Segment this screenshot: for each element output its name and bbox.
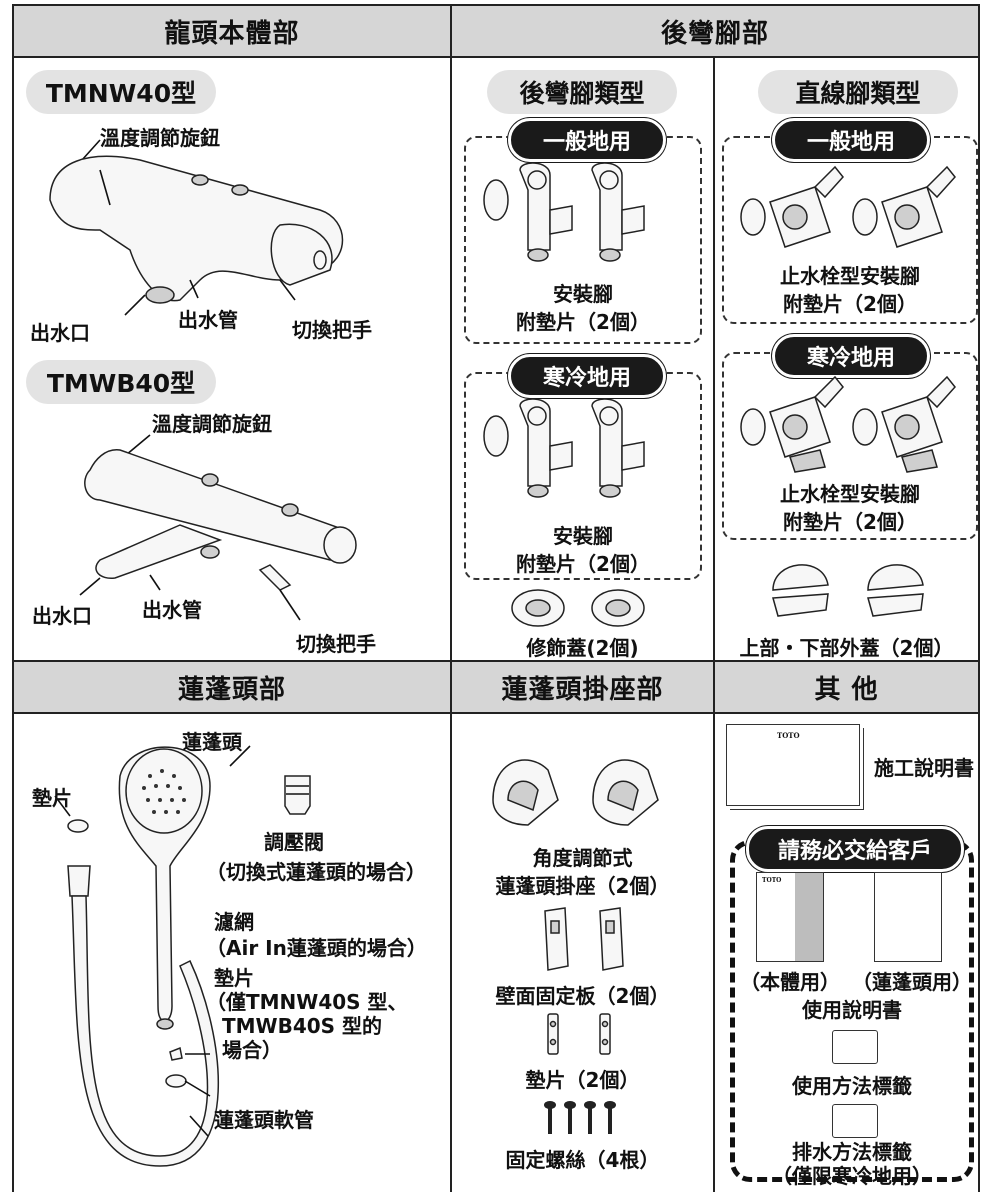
install-manual-label: 施工說明書 [874,756,974,780]
usage-label-icon [832,1030,878,1064]
faucet-tmwb40-illustration [79,434,357,621]
install-manual-icon: TOTO [726,724,860,806]
spacer-label: 墊片（2個） [525,1068,640,1092]
wall-plate-illustration [544,907,624,971]
straight-cold-leg-label: 止水栓型安裝腳 [780,482,920,506]
spout-label-1: 出水管 [178,308,238,332]
straight-cold-gasket-label: 附墊片（2個） [783,510,917,534]
pressure-valve-label: 調壓閥 [264,830,324,854]
drain-label-icon [832,1104,878,1138]
temp-knob-label-2: 溫度調節旋鈕 [152,412,272,436]
faucet-tmnw40-illustration [49,139,344,316]
straight-leg-type-pill: 直線腳類型 [758,70,958,114]
straight-general-gasket-label: 附墊片（2個） [783,292,917,316]
hose-label: 蓮蓬頭軟管 [214,1108,314,1132]
model-tmnw40-pill: TMNW40型 [26,70,216,114]
give-customer-badge: 請務必交給客戶 [746,826,964,872]
spout-label-2: 出水管 [142,598,202,622]
shower-head-label: 蓮蓬頭 [182,730,242,754]
drain-label-text: 排水方法標籤 [792,1140,912,1164]
spacer-illustration [547,1013,611,1055]
switch-handle-label-2: 切換把手 [296,632,376,656]
shower-illustration [54,745,311,1167]
body-user-manual-icon: TOTO [756,872,824,962]
outlet-label-1: 出水口 [30,321,90,345]
bent-cold-badge: 寒冷地用 [508,354,666,398]
shower-user-manual-icon [874,872,942,962]
body-use-label: （本體用） [740,970,840,994]
temp-knob-label-1: 溫度調節旋鈕 [100,126,220,150]
straight-cold-badge: 寒冷地用 [772,334,930,378]
user-manual-label: 使用說明書 [802,998,902,1022]
screws-illustration [544,1101,616,1134]
bent-general-gasket-label: 附墊片（2個） [516,310,650,334]
gasket-label-1: 墊片 [32,786,72,810]
gasket-note-1: （僅TMNW40S 型、 [206,990,408,1014]
angle-holder-label-1: 角度調節式 [532,846,633,870]
switch-handle-label-1: 切換把手 [292,318,372,342]
gasket-label-2: 墊片 [214,966,254,990]
bent-leg-general-illustration [483,162,645,262]
toto-mark: TOTO [777,731,800,740]
filter-note: （Air In蓮蓬頭的場合） [206,936,427,960]
gasket-note-3: 場合） [222,1038,282,1062]
header-other: 其 他 [713,660,980,714]
screws-label: 固定螺絲（4根） [505,1148,660,1172]
trim-cover-illustration [511,589,645,627]
header-back-legs: 後彎腳部 [450,4,980,58]
bent-leg-type-pill: 後彎腳類型 [487,70,677,114]
straight-general-badge: 一般地用 [772,118,930,162]
wall-plate-label: 壁面固定板（2個） [495,984,670,1008]
usage-label-text: 使用方法標籤 [792,1074,912,1098]
bent-cold-mount-label: 安裝腳 [553,524,613,548]
bent-cold-gasket-label: 附墊片（2個） [516,552,650,576]
upper-lower-cover-illustration [772,564,924,617]
angle-holder-illustration [492,759,659,826]
toto-mark-small: TOTO [762,877,782,884]
header-shower-head: 蓮蓬頭部 [12,660,452,714]
angle-holder-label-2: 蓮蓬頭掛座（2個） [495,874,670,898]
cold-only-label: （僅限寒冷地用） [772,1164,932,1188]
stop-valve-leg-general-illustration [740,165,956,248]
filter-label: 濾網 [214,910,254,934]
model-tmwb40-pill: TMWB40型 [26,360,216,404]
other-cell [713,712,980,1192]
upper-lower-cover-label: 上部・下部外蓋（2個） [739,636,954,660]
outlet-label-2: 出水口 [32,604,92,628]
stop-valve-leg-cold-illustration [740,375,956,473]
shower-use-label: （蓮蓬頭用） [852,970,972,994]
pressure-valve-note: （切換式蓮蓬頭的場合） [206,860,426,884]
straight-general-leg-label: 止水栓型安裝腳 [780,264,920,288]
trim-cover-label: 修飾蓋(2個) [526,636,639,660]
header-shower-holder: 蓮蓬頭掛座部 [450,660,715,714]
bent-general-mount-label: 安裝腳 [553,282,613,306]
bent-general-badge: 一般地用 [508,118,666,162]
bent-leg-cold-illustration [483,398,645,498]
gasket-note-2: TMWB40S 型的 [222,1014,383,1038]
header-faucet-body: 龍頭本體部 [12,4,452,58]
